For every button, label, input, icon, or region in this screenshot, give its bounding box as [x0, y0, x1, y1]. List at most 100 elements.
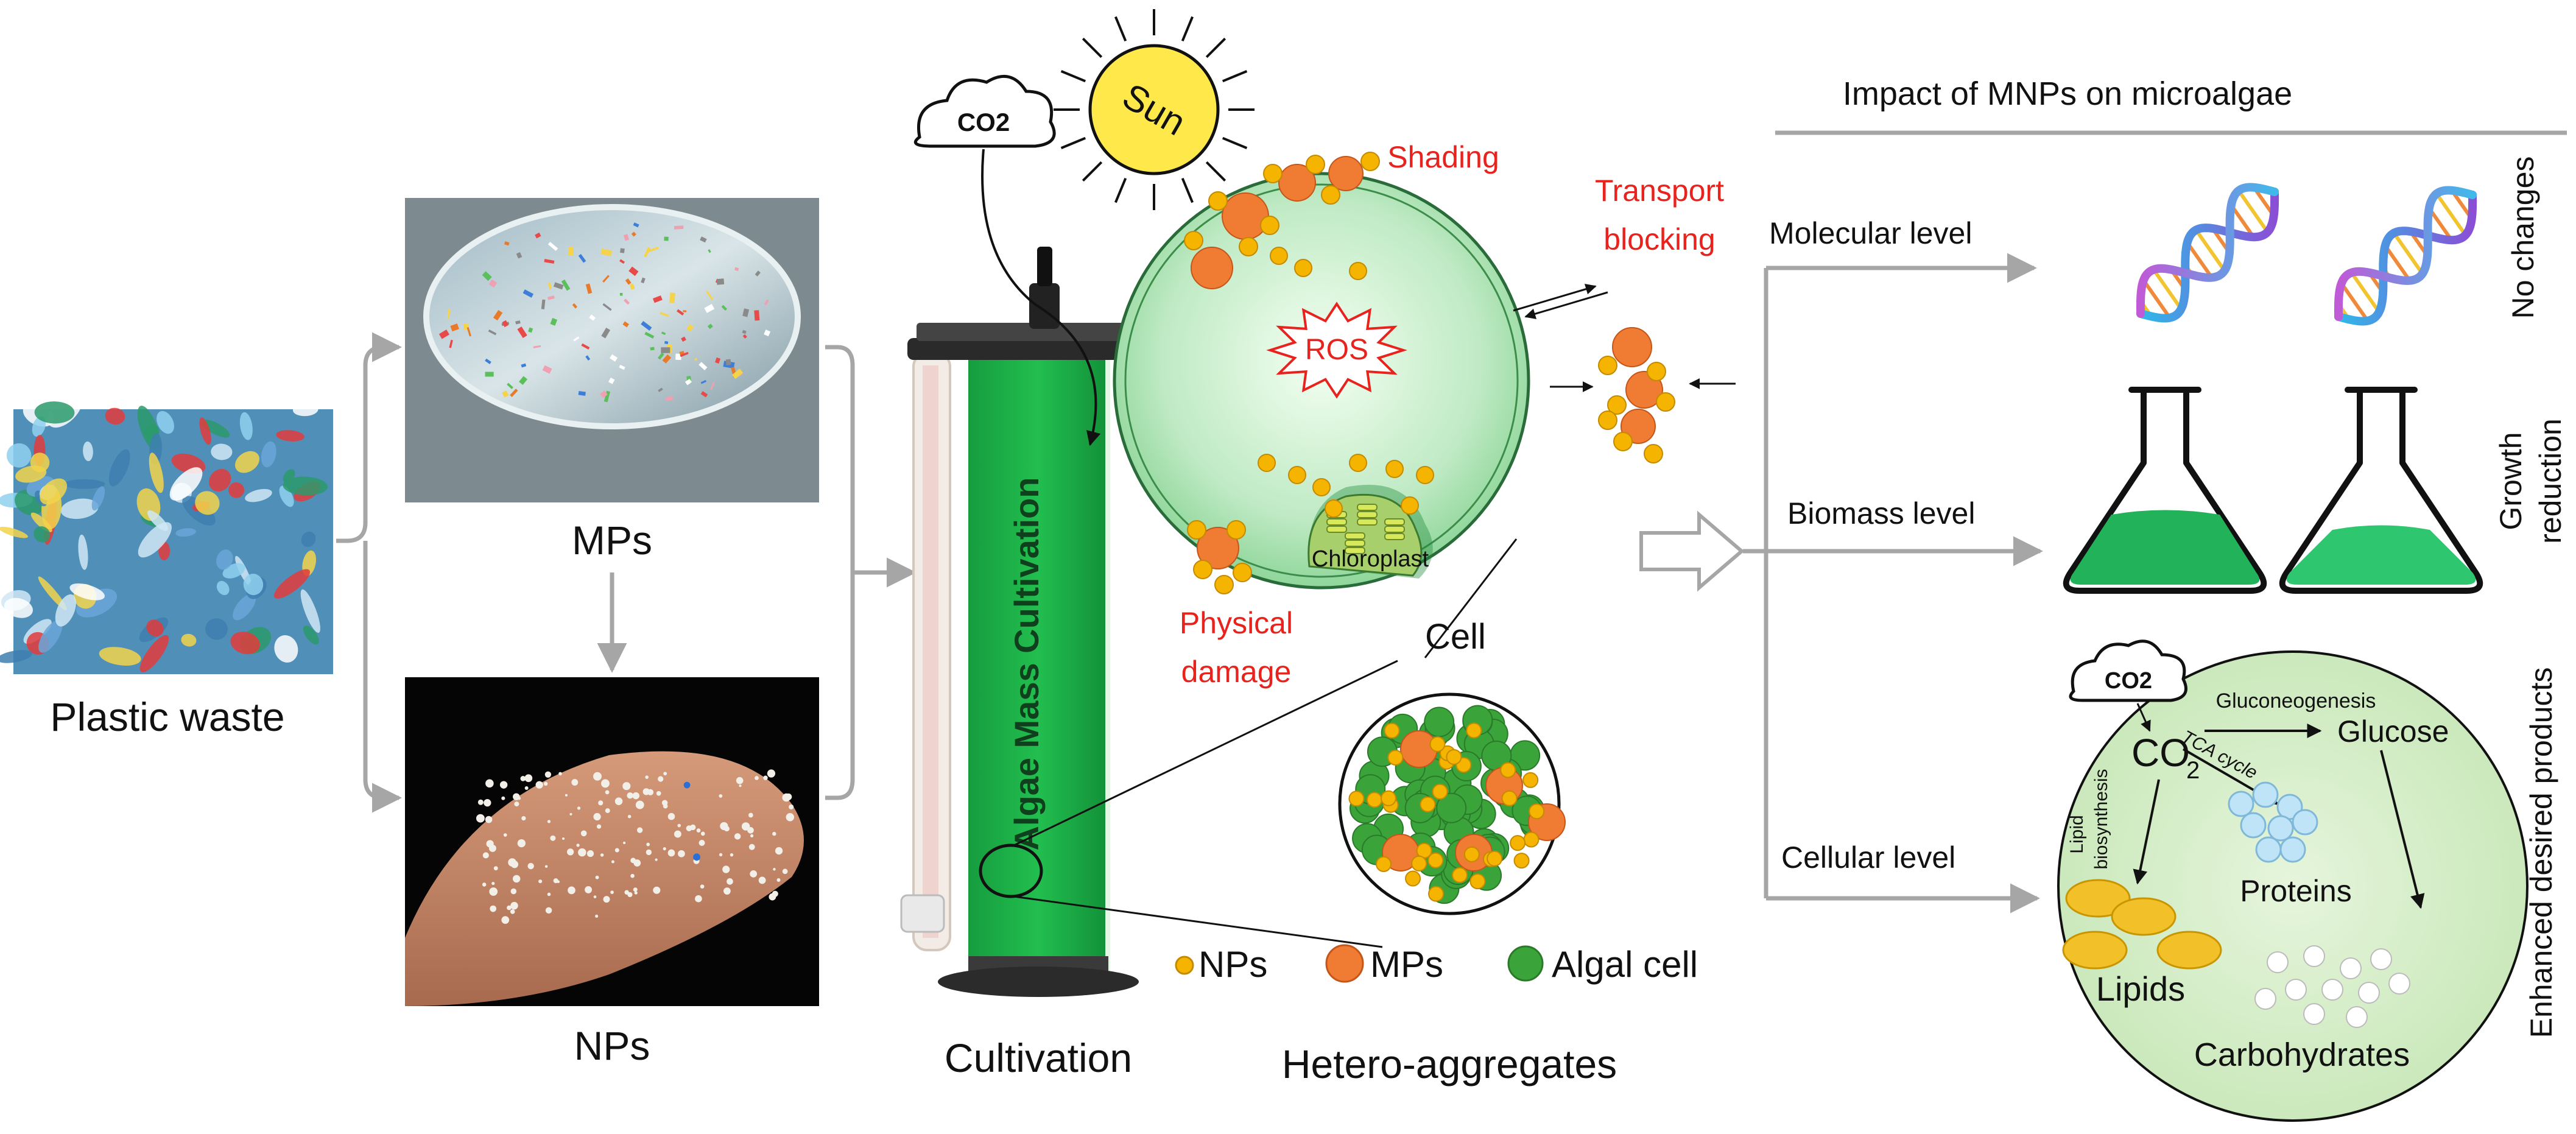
microplastic-fragment [488, 279, 498, 288]
carbohydrate-ball [2340, 957, 2362, 979]
cell-particles [1184, 152, 1675, 594]
reactor-zoom-circle [979, 843, 1043, 898]
nanoplastic-grain [634, 891, 638, 895]
bottle-shape [209, 468, 231, 492]
nanoplastic-grain [524, 774, 533, 783]
lipid-label-1: Lipid [2067, 815, 2087, 853]
np-particle [1420, 796, 1436, 812]
nanoplastic-grain [490, 905, 497, 912]
microplastic-fragment [716, 278, 725, 285]
microplastic-fragment [515, 320, 521, 325]
nanoplastic-grain [510, 901, 518, 910]
bottle-shape [157, 410, 174, 434]
microplastic-fragment [707, 323, 713, 329]
np-particle [1598, 410, 1617, 430]
np-particle [1226, 520, 1246, 540]
dna-base-pair [2435, 192, 2468, 236]
protein-ball [2228, 791, 2254, 817]
bottle-shape [216, 549, 233, 570]
bottle-shape [234, 451, 260, 473]
nanoplastic-grain [782, 793, 791, 802]
microplastic-fragment [754, 310, 760, 321]
nanoplastic-grain [513, 793, 520, 800]
bottle-shape [149, 453, 164, 493]
bottle-shape [0, 650, 32, 663]
microplastic-fragment [715, 357, 720, 364]
microplastic-fragment [755, 270, 761, 276]
bottle-shape [108, 449, 130, 487]
nanoplastic-grain [547, 892, 551, 896]
microplastic-fragment [665, 395, 674, 401]
microplastic-fragment [681, 336, 686, 342]
nanoplastic-grain [789, 804, 794, 810]
thylakoid-stacks [1326, 504, 1405, 554]
dna-icon [2136, 183, 2279, 323]
np-particle [1522, 772, 1539, 788]
microplastic-fragment [466, 327, 471, 337]
nanoplastic-grain [719, 853, 723, 857]
legend-algal-label: Algal cell [1552, 944, 1698, 985]
nanoplastic-grain [632, 792, 639, 800]
np-particle [1208, 191, 1228, 211]
nanoplastic-grain [501, 796, 505, 800]
microplastic-fragment [734, 267, 739, 272]
dna-base-pair [2142, 279, 2172, 319]
bottle-shape [274, 635, 298, 663]
nanoplastic-grain [510, 861, 519, 868]
impact-hollow-arrow [1639, 510, 1745, 592]
np-particle [1349, 454, 1367, 472]
co2-cloud-icon: CO2 [913, 74, 1056, 148]
bottle-shape [139, 635, 169, 672]
microplastic-fragment [675, 353, 681, 361]
ros-burst-icon [1266, 301, 1407, 399]
microplastic-fragment [674, 225, 684, 230]
microplastic-fragment [641, 321, 652, 331]
nanoplastic-grain [627, 792, 633, 799]
nanoplastic-grain [538, 879, 543, 884]
bottle-shape [199, 417, 211, 445]
carbohydrate-ball [2303, 945, 2325, 967]
nanoplastic-grain [598, 800, 604, 806]
nanoplastic-grain [622, 782, 631, 791]
bottle-shape [201, 420, 230, 438]
microplastic-fragment [608, 377, 615, 384]
microplastic-fragment [447, 308, 451, 320]
dna-strand [2136, 183, 2279, 318]
nanoplastic-grain [637, 827, 643, 833]
bottle-shape [34, 401, 75, 424]
np-particle [1469, 873, 1486, 890]
np-particle [1321, 185, 1340, 205]
microplastic-fragment [742, 334, 747, 339]
microplastic-fragment [680, 351, 689, 357]
nanoplastic-grain [547, 820, 551, 823]
co2-cloud-arrow [2136, 703, 2151, 732]
microplastic-fragment [686, 324, 694, 332]
dna-base-pair [2186, 241, 2214, 279]
algal-cell-particle [1424, 706, 1455, 738]
nanoplastic-grain [485, 815, 493, 823]
dna-base-pair [2229, 204, 2255, 238]
nanoplastic-grain [677, 823, 681, 828]
np-particle [1193, 560, 1212, 579]
microplastic-fragment [550, 318, 558, 326]
bottle-shape [175, 528, 196, 537]
microplastic-fragment [619, 259, 625, 264]
bottle-shape [99, 647, 141, 666]
thylakoid [1357, 511, 1378, 518]
dna-base-pair [2384, 244, 2412, 282]
nps-photo [405, 677, 819, 1006]
np-particle [1348, 791, 1365, 807]
microplastic-fragment [516, 252, 523, 259]
nanoplastic-grain [633, 887, 638, 892]
microplastic-fragment [585, 355, 591, 361]
nanoplastic-grain [655, 858, 658, 861]
nanoplastic-grain [521, 815, 526, 821]
microplastic-fragment [622, 321, 629, 328]
nanoplastic-grain [630, 858, 636, 864]
reactor-text: Algae Mass Cultivation [1007, 477, 1046, 850]
thylakoid [1326, 518, 1347, 526]
nanoplastic-grain [630, 873, 635, 878]
microplastic-fragment [544, 259, 555, 264]
np-particle [1385, 460, 1404, 478]
thylakoid [1357, 504, 1378, 511]
